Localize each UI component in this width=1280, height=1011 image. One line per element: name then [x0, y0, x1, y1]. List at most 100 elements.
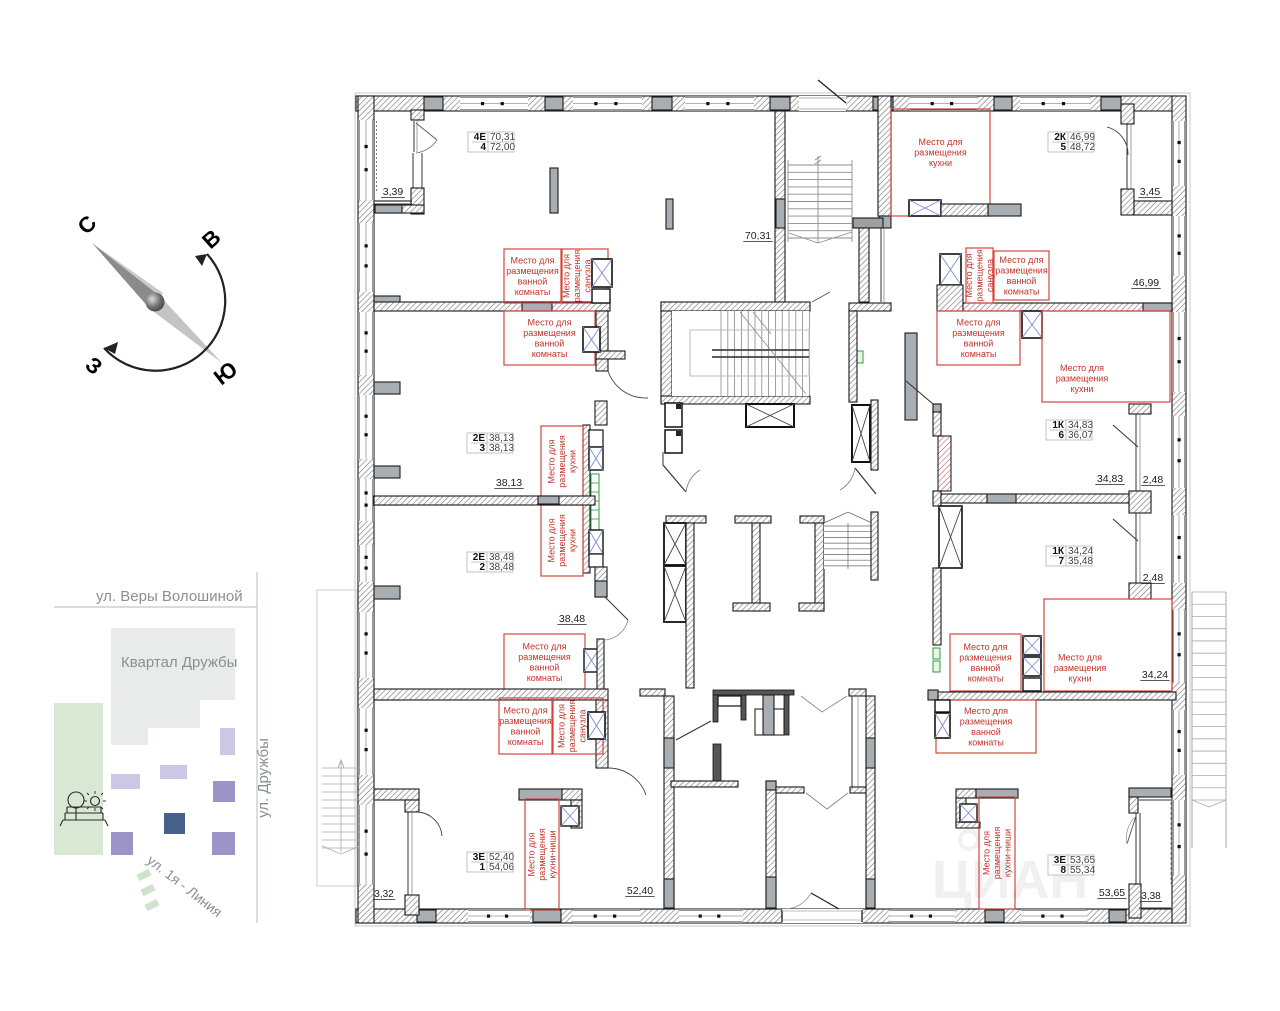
svg-text:34,24: 34,24 — [1068, 546, 1093, 557]
svg-text:2,48: 2,48 — [1143, 572, 1164, 584]
svg-text:3,45: 3,45 — [1140, 186, 1161, 198]
svg-text:3: 3 — [479, 443, 485, 454]
svg-text:3,32: 3,32 — [374, 889, 394, 900]
svg-text:санузла: санузла — [578, 709, 588, 742]
svg-text:комнаты: комнаты — [968, 737, 1004, 747]
svg-text:Место для: Место для — [963, 642, 1007, 652]
svg-text:комнаты: комнаты — [961, 349, 997, 359]
svg-text:ванной: ванной — [518, 276, 548, 286]
svg-text:46,99: 46,99 — [1070, 132, 1095, 143]
svg-text:кухни: кухни — [568, 529, 578, 552]
svg-text:54,06: 54,06 — [489, 862, 514, 873]
svg-text:2Е: 2Е — [473, 433, 486, 444]
svg-text:Место для: Место для — [527, 832, 537, 876]
svg-text:3Е: 3Е — [1054, 855, 1067, 866]
svg-text:46,99: 46,99 — [1133, 277, 1159, 289]
svg-text:34,24: 34,24 — [1142, 669, 1168, 681]
svg-text:размещения: размещения — [506, 266, 559, 276]
svg-text:4: 4 — [480, 142, 486, 153]
svg-text:34,83: 34,83 — [1097, 473, 1123, 485]
svg-text:кухни-ниши: кухни-ниши — [1003, 829, 1013, 877]
svg-text:санузла: санузла — [985, 259, 995, 292]
svg-text:комнаты: комнаты — [532, 349, 568, 359]
svg-text:3,38: 3,38 — [1141, 891, 1161, 902]
svg-text:ванной: ванной — [1007, 276, 1037, 286]
svg-text:Место для: Место для — [964, 706, 1008, 716]
svg-text:Место для: Место для — [547, 439, 557, 483]
svg-text:Место для: Место для — [557, 704, 567, 748]
svg-text:5: 5 — [1060, 142, 1066, 153]
svg-text:ул. Веры Волошиной: ул. Веры Волошиной — [96, 588, 243, 605]
svg-text:48,72: 48,72 — [1070, 142, 1095, 153]
svg-text:Место для: Место для — [522, 641, 566, 651]
svg-text:Место для: Место для — [503, 705, 547, 715]
svg-text:38,48: 38,48 — [489, 552, 514, 563]
svg-text:Место для: Место для — [547, 518, 557, 562]
svg-text:55,34: 55,34 — [1070, 865, 1095, 876]
svg-text:Место для: Место для — [918, 137, 962, 147]
svg-text:размещения: размещения — [567, 700, 577, 753]
svg-text:Место для: Место для — [982, 831, 992, 875]
svg-text:размещения: размещения — [523, 328, 576, 338]
svg-text:72,00: 72,00 — [490, 142, 515, 153]
svg-text:кухни: кухни — [929, 158, 952, 168]
svg-text:размещения: размещения — [518, 652, 571, 662]
svg-text:размещения: размещения — [914, 148, 967, 158]
svg-text:34,83: 34,83 — [1068, 420, 1093, 431]
svg-text:Место для: Место для — [527, 317, 571, 327]
svg-text:кухни: кухни — [1068, 674, 1091, 684]
svg-text:53,65: 53,65 — [1099, 887, 1125, 899]
svg-text:Квартал Дружбы: Квартал Дружбы — [121, 654, 237, 671]
svg-text:70,31: 70,31 — [745, 230, 771, 242]
svg-text:размещения: размещения — [557, 514, 567, 567]
svg-text:ванной: ванной — [971, 727, 1001, 737]
svg-text:3Е: 3Е — [473, 852, 486, 863]
svg-text:размещения: размещения — [1054, 663, 1107, 673]
svg-text:размещения: размещения — [959, 652, 1012, 662]
svg-text:Место для: Место для — [562, 254, 572, 298]
svg-text:52,40: 52,40 — [489, 852, 514, 863]
svg-text:размещения: размещения — [572, 250, 582, 303]
svg-text:размещения: размещения — [960, 716, 1013, 726]
svg-text:2Е: 2Е — [473, 552, 486, 563]
svg-text:комнаты: комнаты — [515, 287, 551, 297]
svg-text:2,48: 2,48 — [1143, 474, 1164, 486]
svg-text:размещения: размещения — [1056, 374, 1109, 384]
svg-text:38,13: 38,13 — [489, 433, 514, 444]
svg-text:7: 7 — [1058, 556, 1064, 567]
svg-text:70,31: 70,31 — [490, 132, 515, 143]
svg-text:размещения: размещения — [537, 828, 547, 881]
svg-text:размещения: размещения — [557, 435, 567, 488]
svg-text:8: 8 — [1060, 865, 1066, 876]
svg-text:Место для: Место для — [999, 255, 1043, 265]
svg-text:санузла: санузла — [583, 259, 593, 292]
svg-text:Место для: Место для — [510, 255, 554, 265]
svg-text:Место для: Место для — [956, 317, 1000, 327]
svg-text:ванной: ванной — [964, 338, 994, 348]
svg-text:Место для: Место для — [1058, 653, 1102, 663]
svg-text:35,48: 35,48 — [1068, 556, 1093, 567]
svg-text:размещения: размещения — [995, 265, 1048, 275]
svg-text:1К: 1К — [1052, 546, 1065, 557]
svg-text:36,07: 36,07 — [1068, 430, 1093, 441]
svg-text:38,48: 38,48 — [559, 613, 585, 625]
svg-text:размещения: размещения — [952, 328, 1005, 338]
svg-text:2: 2 — [479, 562, 485, 573]
svg-text:3,39: 3,39 — [383, 186, 404, 198]
svg-text:4Е: 4Е — [474, 132, 487, 143]
svg-text:комнаты: комнаты — [1004, 286, 1040, 296]
svg-text:размещения: размещения — [975, 249, 985, 302]
svg-text:1: 1 — [479, 862, 485, 873]
svg-text:1К: 1К — [1052, 420, 1065, 431]
svg-text:комнаты: комнаты — [968, 673, 1004, 683]
svg-text:Место для: Место для — [1060, 363, 1104, 373]
svg-text:комнаты: комнаты — [527, 673, 563, 683]
svg-text:комнаты: комнаты — [508, 737, 544, 747]
svg-text:ванной: ванной — [511, 726, 541, 736]
svg-text:6: 6 — [1058, 430, 1064, 441]
svg-text:Место для: Место для — [964, 253, 974, 297]
svg-text:38,13: 38,13 — [489, 443, 514, 454]
svg-text:38,13: 38,13 — [496, 477, 522, 489]
svg-text:ул. Дружбы: ул. Дружбы — [255, 738, 272, 818]
svg-text:ванной: ванной — [530, 662, 560, 672]
